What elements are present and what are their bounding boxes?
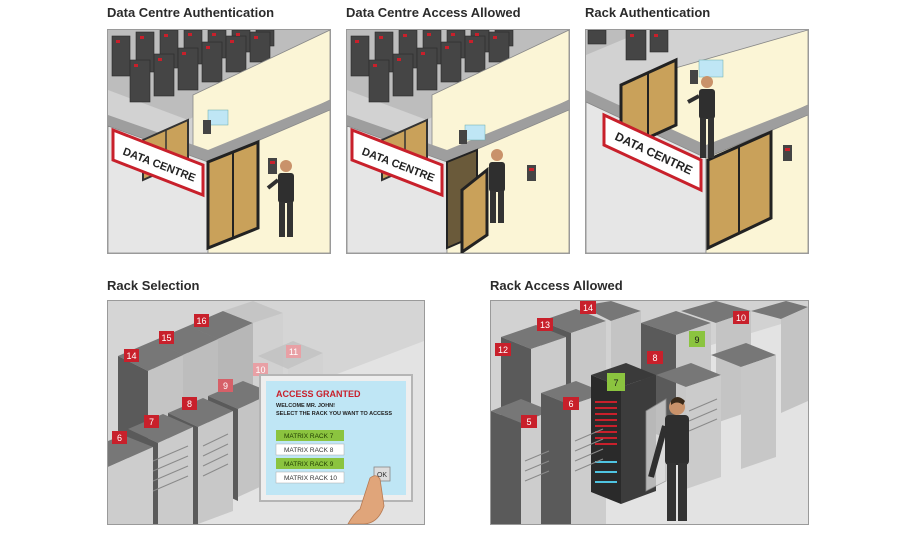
illustration-rack-access: 14 13 12 10 9 8 7 6 5 xyxy=(491,301,808,524)
rack-tag-9 xyxy=(218,379,233,392)
poster-icon xyxy=(698,59,724,78)
rack-tag-label: 6 xyxy=(117,433,122,443)
rack-tag-label: 7 xyxy=(613,378,618,388)
rack-option-label: MATRIX RACK 7 xyxy=(284,433,334,440)
rack-tag-label: 7 xyxy=(149,417,154,427)
panel-title-dc-auth: Data Centre Authentication xyxy=(107,5,275,20)
rack-tag-label: 5 xyxy=(526,417,531,427)
panel-rack-selection: 16 15 14 11 10 9 8 7 6 ACCESS GRANTED WE… xyxy=(107,300,425,525)
rack-tag-14 xyxy=(124,349,139,362)
illustration-rack-auth: DATA CENTRE xyxy=(586,30,808,253)
panel-title-rack-access: Rack Access Allowed xyxy=(490,278,623,293)
person-icon xyxy=(489,149,505,223)
panel-dc-access: DATA CENTRE xyxy=(346,29,570,254)
rack-tag-label: 8 xyxy=(652,353,657,363)
illustration-dc-auth: DATA CENTRE xyxy=(108,30,330,253)
poster-icon xyxy=(207,109,229,126)
rack-tag-12 xyxy=(495,343,511,356)
rack-tag-10 xyxy=(253,363,268,376)
rack-tag-8 xyxy=(182,397,197,410)
rack-tag-label: 15 xyxy=(161,333,171,343)
panel-rack-access: 14 13 12 10 9 8 7 6 5 xyxy=(490,300,809,525)
rack-tag-label: 12 xyxy=(498,345,508,355)
illustration-rack-selection: 16 15 14 11 10 9 8 7 6 ACCESS GRANTED WE… xyxy=(108,301,424,524)
rack-tag-6 xyxy=(112,431,127,444)
card-reader-icon xyxy=(527,165,536,181)
panel-title-dc-access: Data Centre Access Allowed xyxy=(346,5,521,20)
rack-tag-label: 10 xyxy=(255,365,265,375)
panel-title-rack-selection: Rack Selection xyxy=(107,278,200,293)
rack-tag-11 xyxy=(286,345,301,358)
rack-tag-label: 14 xyxy=(126,351,136,361)
rack-tag-9 xyxy=(689,331,705,347)
rack-tag-13 xyxy=(537,318,553,331)
rack-tag-7-highlighted xyxy=(607,373,625,391)
rack-tag-10 xyxy=(733,311,749,324)
ok-label: OK xyxy=(377,472,387,479)
rack-option-label: MATRIX RACK 10 xyxy=(284,475,337,482)
person-icon xyxy=(687,76,715,158)
rack-tag-label: 13 xyxy=(540,320,550,330)
panel-dc-auth: DATA CENTRE xyxy=(107,29,331,254)
rack-tag-14 xyxy=(580,301,596,314)
rack-tag-label: 14 xyxy=(583,303,593,313)
panel-rack-auth: DATA CENTRE xyxy=(585,29,809,254)
access-granted-heading: ACCESS GRANTED xyxy=(276,389,361,399)
rack-tags: 16 15 14 11 10 9 8 7 6 xyxy=(112,314,301,444)
card-reader-icon xyxy=(783,145,792,161)
card-reader-icon xyxy=(268,158,277,174)
panel-title-rack-auth: Rack Authentication xyxy=(585,5,711,20)
rack-option-7[interactable] xyxy=(276,430,344,441)
rack-rows xyxy=(347,30,569,120)
rack-tag-label: 9 xyxy=(223,381,228,391)
rack-option-label: MATRIX RACK 8 xyxy=(284,447,334,454)
rack-tag-5 xyxy=(521,415,537,428)
person-icon xyxy=(648,397,689,521)
rack-option-10[interactable] xyxy=(275,471,345,484)
finger-icon xyxy=(347,475,385,524)
rack-tag-label: 9 xyxy=(694,335,699,345)
rack-tag-label: 8 xyxy=(187,399,192,409)
rack-tags: 14 13 12 10 9 8 7 6 5 xyxy=(495,301,749,428)
rack-tag-7 xyxy=(144,415,159,428)
rack-tag-8 xyxy=(647,351,663,364)
instruction-text: SELECT THE RACK YOU WANT TO ACCESS xyxy=(276,411,392,417)
rack-row xyxy=(491,301,808,524)
rack-tag-label: 10 xyxy=(736,313,746,323)
touch-screen[interactable]: ACCESS GRANTED WELCOME MR. JOHN! SELECT … xyxy=(259,374,413,502)
rack-tag-label: 16 xyxy=(196,316,206,326)
rack-option-9[interactable] xyxy=(276,458,344,469)
poster-icon xyxy=(464,124,486,141)
rack-rows xyxy=(108,30,330,120)
rack-tag-label: 11 xyxy=(289,347,298,357)
rack-tag-6 xyxy=(563,397,579,410)
door xyxy=(206,139,260,251)
illustration-dc-access: DATA CENTRE xyxy=(347,30,569,253)
welcome-text: WELCOME MR. JOHN! xyxy=(276,403,335,409)
person-icon xyxy=(266,160,294,237)
rack-tag-16 xyxy=(194,314,209,327)
rack-option-8[interactable] xyxy=(275,443,345,456)
rack-option-label: MATRIX RACK 9 xyxy=(284,461,334,468)
rack-tag-15 xyxy=(159,331,174,344)
open-door xyxy=(446,148,489,253)
rack-tag-label: 6 xyxy=(568,399,573,409)
